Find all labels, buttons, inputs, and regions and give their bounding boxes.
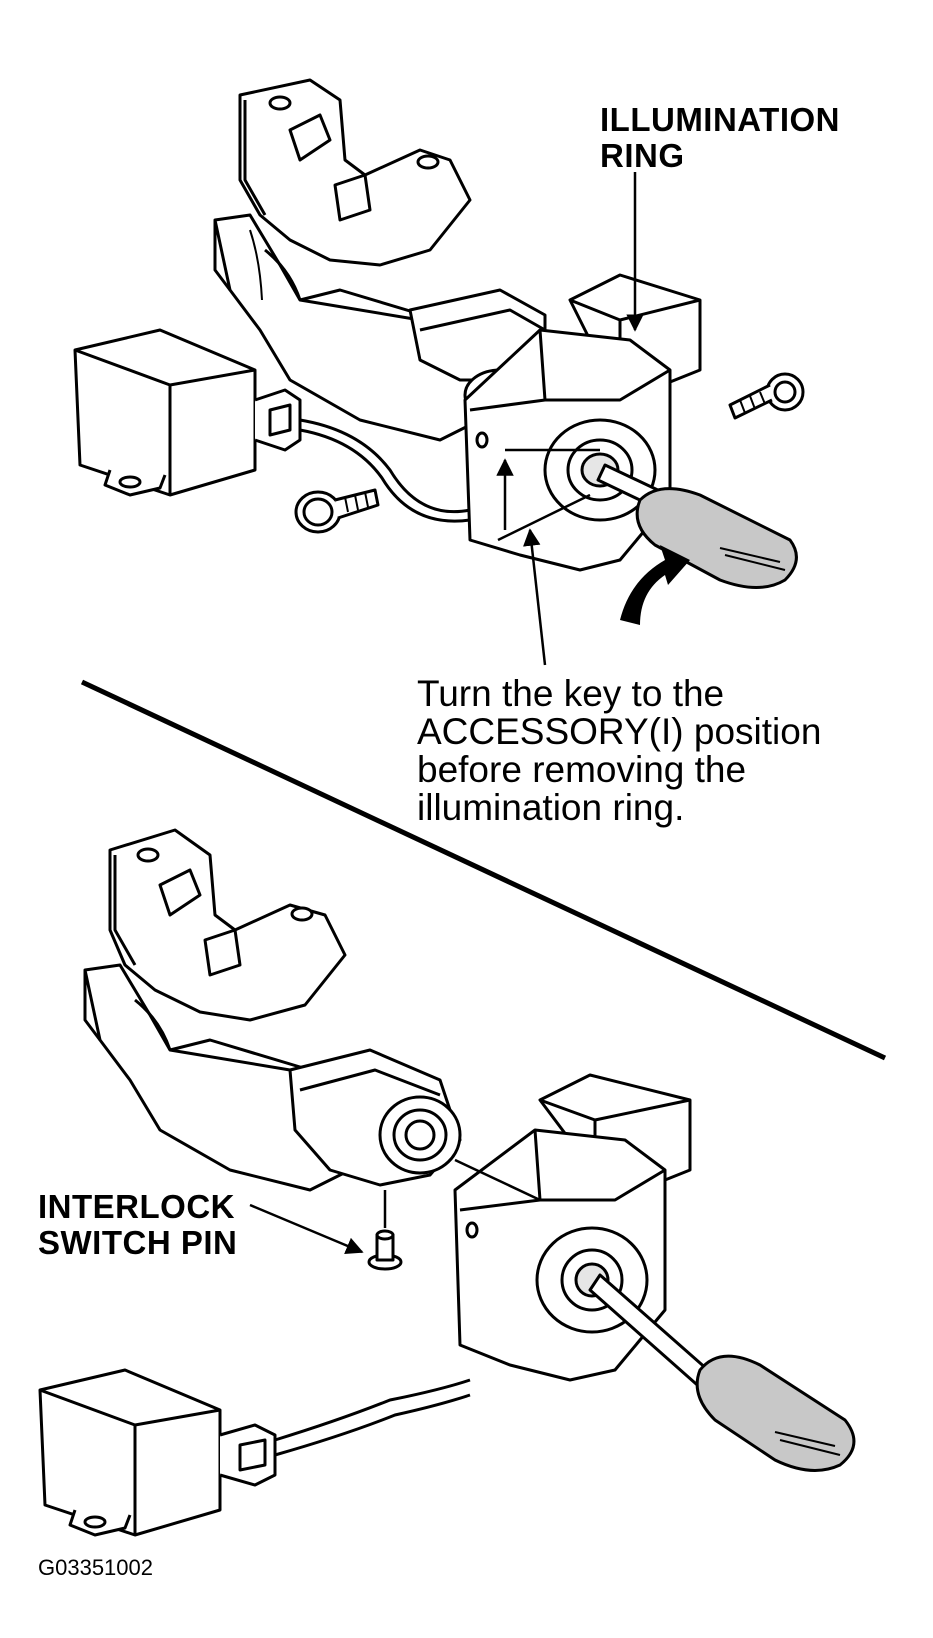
wire-harness-top: [299, 418, 471, 514]
instruction-leader: [523, 528, 547, 666]
section-divider-line: [80, 679, 887, 1061]
key-axis-line: [454, 1158, 541, 1202]
screw-right-top: [728, 372, 805, 420]
interlock-leader: [249, 1203, 364, 1254]
bottom-ignition-assembly: [38, 828, 856, 1537]
wire-harness-bottom: [274, 1378, 471, 1442]
turn-direction-arrow: [620, 545, 690, 625]
top-leader-lines: [496, 172, 644, 666]
lock-housing-bracket-bottom: [108, 828, 347, 1022]
figure-code: G03351002: [38, 1555, 153, 1580]
control-unit-box-bottom: [38, 1368, 222, 1537]
instruction-note: Turn the key to the ACCESSORY(I) positio…: [417, 673, 822, 828]
illumination-ring-label: ILLUMINATION RING: [600, 101, 841, 174]
control-unit-box: [73, 328, 257, 497]
interlock-switch-pin: [367, 1229, 403, 1271]
screw-left-top: [294, 488, 380, 534]
bottom-leader-lines: [249, 1158, 541, 1254]
interlock-switch-pin-label: INTERLOCK SWITCH PIN: [38, 1188, 238, 1261]
